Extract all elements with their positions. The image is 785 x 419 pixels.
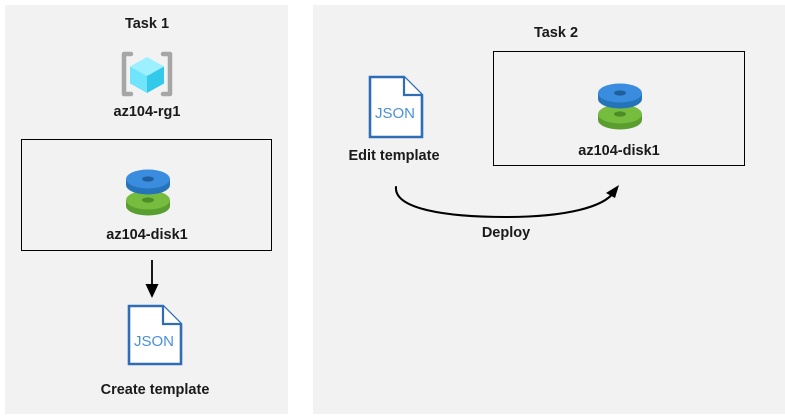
task2-title: Task 2	[533, 25, 579, 41]
deploy-arrow-connector	[386, 183, 631, 225]
down-arrow-connector	[132, 258, 172, 300]
deploy-label: Deploy	[481, 225, 531, 241]
create-template-label: Create template	[100, 382, 210, 398]
svg-text:JSON: JSON	[375, 105, 415, 122]
svg-text:JSON: JSON	[134, 333, 174, 350]
resource-group-cube-icon	[119, 50, 175, 98]
edit-template-label: Edit template	[348, 148, 440, 164]
task1-title: Task 1	[124, 16, 170, 32]
disk-label-task1: az104-disk1	[106, 227, 188, 243]
resource-group-label: az104-rg1	[113, 104, 181, 120]
json-file-icon: JSON	[368, 75, 424, 139]
managed-disk-icon	[594, 80, 646, 134]
disk-label-task2: az104-disk1	[578, 143, 660, 159]
json-file-icon: JSON	[127, 304, 183, 366]
managed-disk-icon	[122, 166, 174, 220]
